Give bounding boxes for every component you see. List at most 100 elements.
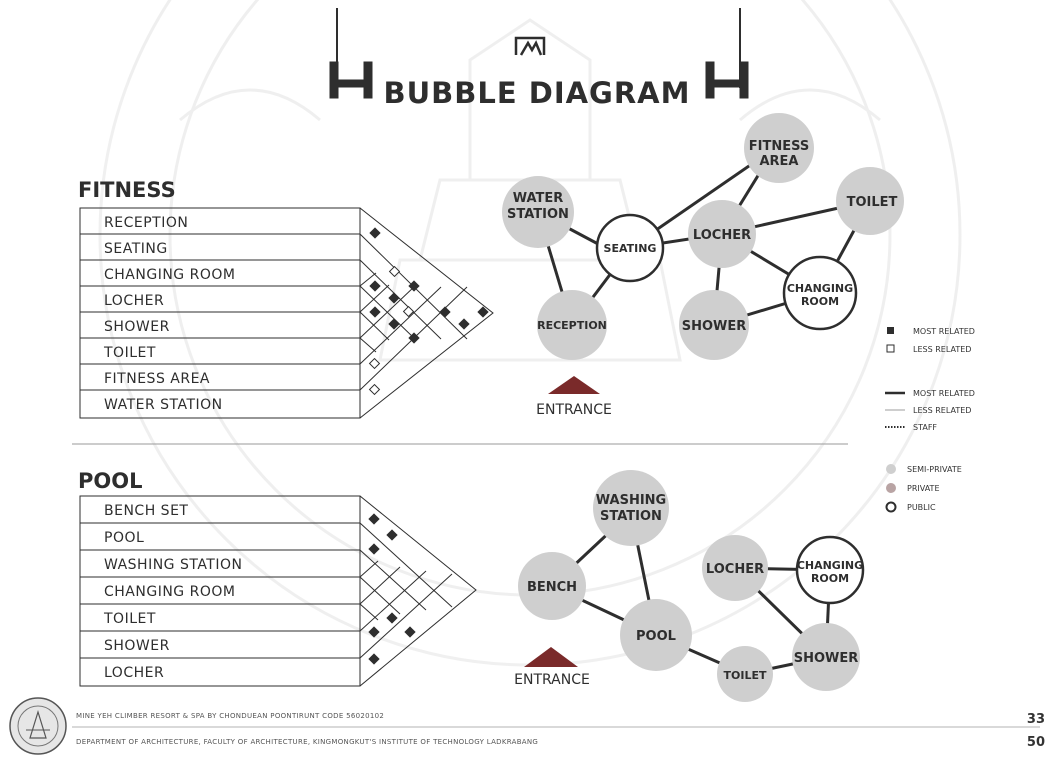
svg-text:AREA: AREA [759, 154, 798, 169]
page-number-current: 33 [1027, 712, 1045, 727]
pool-matrix [79, 495, 477, 687]
bubble-locher [702, 535, 768, 601]
bubble-shower [679, 290, 749, 360]
fitness-row-toilet: TOILET [103, 345, 156, 361]
svg-text:STATION: STATION [507, 207, 569, 222]
bubble-pool [620, 599, 692, 671]
svg-text:SHOWER: SHOWER [794, 651, 859, 666]
mark-most [408, 280, 420, 292]
page-title: BUBBLE DIAGRAM [384, 76, 691, 110]
mark-less [402, 305, 415, 318]
mark-most [408, 332, 420, 344]
pool-heading: POOL [78, 469, 142, 493]
svg-text:LOCHER: LOCHER [693, 228, 751, 243]
svg-text:WASHING: WASHING [596, 493, 666, 508]
mark-most [386, 529, 398, 541]
svg-text:SHOWER: SHOWER [682, 319, 747, 334]
legend-staff: STAFF [913, 423, 937, 432]
fitness-row-reception: RECEPTION [104, 215, 188, 231]
right-ornament [705, 8, 749, 99]
pool-row-pool: POOL [104, 530, 144, 546]
bubble-changing-room [782, 255, 858, 331]
legend: MOST RELATED LESS RELATED MOST RELATED L… [885, 327, 975, 513]
fitness-row-locher: LOCHER [104, 293, 164, 309]
svg-text:CHANGING: CHANGING [787, 282, 853, 295]
legend-line-most: MOST RELATED [913, 389, 975, 398]
svg-text:LOCHER: LOCHER [706, 562, 764, 577]
pool-bubbles: WASHING STATION BENCH POOL LOCHER CHANGI… [518, 470, 865, 702]
mark-most [369, 306, 381, 318]
bubble-locher [688, 200, 756, 268]
mark-most [368, 513, 380, 525]
fitness-row-shower: SHOWER [104, 319, 170, 335]
logo-icon [514, 36, 546, 56]
bubble-fitness-area [744, 113, 814, 183]
bubble-changing-room [795, 535, 865, 605]
fitness-row-labels: RECEPTION SEATING CHANGING ROOM LOCHER S… [103, 215, 235, 413]
pool-row-bench-set: BENCH SET [104, 503, 188, 519]
mark-most [368, 653, 380, 665]
mark-most [439, 306, 451, 318]
bubble-seating [595, 213, 665, 283]
legend-public: PUBLIC [907, 503, 936, 512]
bubble-bench [518, 552, 586, 620]
legend-line-less: LESS RELATED [913, 406, 971, 415]
fitness-heading: FITNESS [78, 178, 176, 202]
mark-most [404, 626, 416, 638]
fitness-row-fitness-area: FITNESS AREA [104, 371, 210, 387]
legend-semi-private: SEMI-PRIVATE [907, 465, 962, 474]
svg-text:ROOM: ROOM [811, 572, 849, 585]
svg-text:RECEPTION: RECEPTION [537, 319, 607, 332]
legend-private: PRIVATE [907, 484, 940, 493]
svg-text:SEATING: SEATING [604, 242, 657, 255]
fitness-row-seating: SEATING [104, 241, 168, 257]
page-number-total: 50 [1027, 735, 1045, 750]
fitness-bubbles: WATER STATION SEATING RECEPTION FITNESS … [502, 113, 904, 360]
mark-most [388, 292, 400, 304]
mark-most [477, 306, 489, 318]
bubble-toilet [717, 646, 773, 702]
svg-text:STATION: STATION [600, 509, 662, 524]
pool-row-shower: SHOWER [104, 638, 170, 654]
legend-most-related: MOST RELATED [913, 327, 975, 336]
mark-most [458, 318, 470, 330]
pool-row-labels: BENCH SET POOL WASHING STATION CHANGING … [103, 503, 242, 681]
mark-less [388, 265, 401, 278]
bubble-water-station [502, 176, 574, 248]
entrance-arrow-icon [548, 376, 600, 394]
svg-text:ROOM: ROOM [801, 295, 839, 308]
mark-less [368, 383, 381, 396]
fitness-row-water-station: WATER STATION [104, 397, 223, 413]
mark-most [369, 280, 381, 292]
bubble-shower [792, 623, 860, 691]
footer: MINE YEH CLIMBER RESORT & SPA BY CHONDUE… [9, 697, 1045, 755]
bubble-toilet [836, 167, 904, 235]
mark-most [368, 626, 380, 638]
pool-entrance: ENTRANCE [514, 647, 590, 688]
mark-most [368, 543, 380, 555]
footer-line-1: MINE YEH CLIMBER RESORT & SPA BY CHONDUE… [76, 712, 384, 720]
svg-text:TOILET: TOILET [847, 195, 898, 210]
pool-matrix-marks [368, 513, 416, 665]
fitness-entrance-label: ENTRANCE [536, 402, 612, 418]
entrance-arrow-icon [524, 647, 578, 667]
pool-row-locher: LOCHER [104, 665, 164, 681]
fitness-matrix-marks [368, 227, 489, 396]
pool-row-washing-station: WASHING STATION [104, 557, 242, 573]
pool-row-changing-room: CHANGING ROOM [104, 584, 235, 600]
pool-row-toilet: TOILET [103, 611, 156, 627]
university-seal-icon [9, 697, 67, 755]
svg-text:BENCH: BENCH [527, 580, 577, 595]
fitness-entrance: ENTRANCE [536, 376, 612, 418]
mark-most [388, 318, 400, 330]
bubble-washing-station [593, 470, 669, 546]
legend-less-related: LESS RELATED [913, 345, 971, 354]
svg-text:POOL: POOL [636, 629, 676, 644]
left-ornament [329, 8, 373, 99]
svg-text:WATER: WATER [513, 191, 564, 206]
svg-text:FITNESS: FITNESS [749, 139, 810, 154]
fitness-row-changing-room: CHANGING ROOM [104, 267, 235, 283]
mark-most [386, 612, 398, 624]
pool-entrance-label: ENTRANCE [514, 672, 590, 688]
